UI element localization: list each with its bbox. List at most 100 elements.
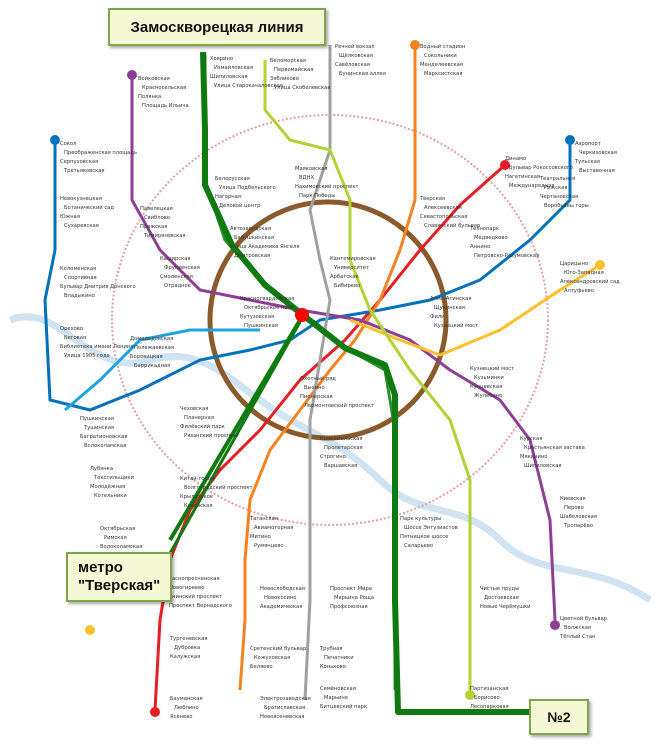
station-label: Преображенская площадь [64,150,137,156]
station-label: Чеховская [180,406,208,412]
station-label: Красносельская [142,85,186,91]
line-kalininskaya [349,263,601,357]
line-lyublinskaya [263,60,472,690]
station-label: Царицыно [560,261,588,267]
station-label: Кутузовская [240,314,274,320]
line-number-marker [465,690,475,700]
station-label: Дубровка [174,645,200,651]
station-label: Черкизовская [579,150,617,156]
highlight-station-tverskaya[interactable] [295,308,309,322]
station-label: Пролетарская [324,445,363,451]
station-label: Павелецкая [140,206,173,212]
station-label: Саларьево [404,543,433,549]
station-label: Свиблово [144,215,170,221]
station-label: Варшавская [324,463,357,469]
station-label: Улица 1905 года [64,353,110,359]
station-label: Нахимовский проспект [295,183,359,190]
line-number-marker [85,625,95,635]
station-label: Авиамоторная [254,525,293,531]
station-label: Киевская [560,496,586,502]
station-label: Тёплый Стан [559,633,595,640]
station-label: Битцевский парк [320,703,367,710]
line-number-marker [410,40,420,50]
station-label: Алтуфьево [564,288,594,294]
station-label: Бабушкинская [234,235,274,241]
station-label: Кожуховская [254,655,290,661]
station-label: Тушинская [83,425,114,431]
station-label: Рижская [544,185,567,191]
station-label: Тургеневская [169,636,207,642]
station-label: Римская [104,535,127,541]
line-title: Замоскворецкая линия [130,18,304,36]
station-label: Мякинино [520,454,547,460]
station-label: Лермонтовский проспект [304,402,374,409]
line-filyovskaya [64,328,260,412]
station-callout: метро "Тверская" [66,552,172,602]
station-label: Проспект Вернадского [169,603,232,609]
station-label: Шоссе Энтузиастов [404,525,458,531]
station-label: Воробьёвы горы [544,203,589,209]
station-label: Аэропорт [575,141,601,147]
station-label: Коломенская [60,266,96,272]
station-label: Севастопольская [420,214,467,220]
station-label: Парк культуры [400,516,441,522]
station-label: Китай-город [180,475,215,482]
station-label: Краснопресненская [165,576,220,582]
pointer-line [153,321,302,581]
station-label: Динамо [505,156,526,162]
line-number-marker [550,620,560,630]
station-label: Новогиреево [169,585,204,591]
station-label: Марьино [324,695,348,701]
station-label: Чистые пруды [480,586,519,592]
station-label: Первомайская [274,66,313,73]
station-label: Беговая [64,335,86,341]
circle-line [207,199,449,441]
station-label: Третьяковская [63,168,105,174]
station-label: Сретенский бульвар [250,645,307,652]
station-label: Войковская [138,75,170,82]
station-label: Пятницкое шоссе [400,534,448,540]
line-title-callout: Замоскворецкая линия [108,8,326,46]
station-label: Таганская [249,516,278,522]
station-label: Бауманская [170,696,203,702]
station-label: Новокузнецкая [60,196,102,202]
station-label: Митино [250,534,271,540]
station-label: Международная [509,183,554,189]
station-label: Выхино [304,385,325,391]
station-label: Улица Старокачаловская [214,83,283,89]
station-label: Отрадное [164,283,191,289]
station-label: Новоясеневская [260,714,304,720]
station-label: Достоевская [484,595,519,601]
station-label: Рязанский проспект [184,432,239,439]
station-label: Кантемировская [330,256,376,262]
station-callout-line1: метро [78,559,123,576]
station-label: Автозаводская [230,226,271,232]
station-label: Ботанический сад [64,204,114,211]
station-label: Цветной бульвар [560,615,608,622]
number-callout: №2 [529,699,589,735]
station-label: Новослободская [260,586,305,592]
station-label: Октябрьское поле [244,305,294,311]
station-label: Пионерская [300,394,333,400]
station-label: Волоколамская [84,443,126,449]
station-label: Котельники [94,493,127,499]
station-label: Смоленская [160,274,193,280]
station-label: Алма-Атинская [430,296,471,302]
station-label: Полежаевская [134,345,174,351]
station-label: Аннино [470,244,490,250]
station-label: Борисово [474,695,500,701]
station-label: Речной вокзал [335,43,375,50]
station-label: Сокол [60,141,76,147]
station-label: Пушкинская [80,416,114,422]
station-label: Чертановская [540,194,578,200]
station-label: Орехово [60,326,83,332]
station-label: Молодёжная [90,484,125,490]
pointer-line [168,318,302,542]
station-label: Тульская [574,159,600,165]
station-label: Марксистская [424,71,462,77]
station-label: Белорусская [215,176,250,182]
station-label: Славянский бульвар [424,222,481,229]
station-label: Щёлковская [339,53,373,59]
